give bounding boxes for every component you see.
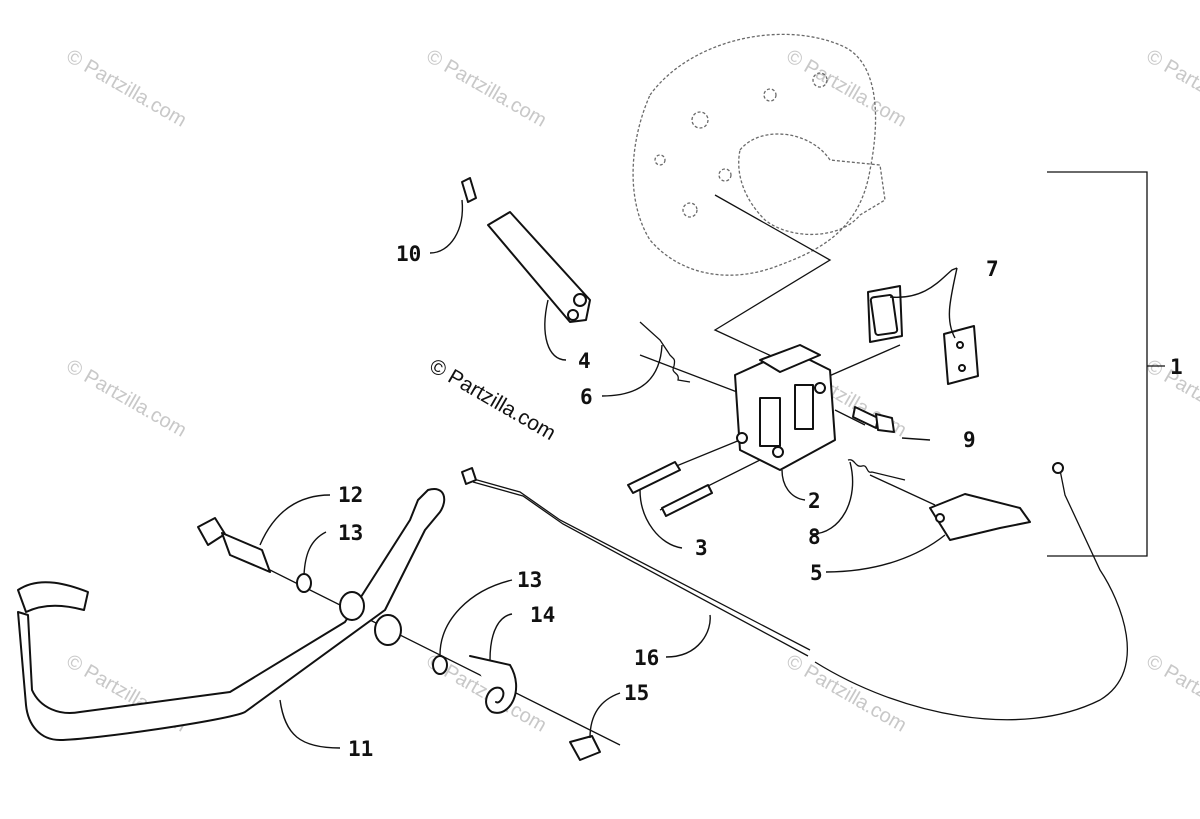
center-watermark: © Partzilla.com xyxy=(426,354,560,445)
watermark: © Partzilla.com xyxy=(1143,45,1200,131)
callout-1: 1 xyxy=(1170,355,1183,379)
callout-4: 4 xyxy=(578,349,591,373)
watermark: © Partzilla.com xyxy=(423,45,551,131)
brake-pads xyxy=(868,286,978,384)
caliper-pins xyxy=(628,462,712,516)
caliper-lever xyxy=(462,178,590,322)
watermark: © Partzilla.com xyxy=(1143,650,1200,736)
callout-16: 16 xyxy=(634,646,659,670)
callout-2: 2 xyxy=(808,489,821,513)
callout-12: 12 xyxy=(338,483,363,507)
callout-10: 10 xyxy=(396,242,421,266)
callout-9: 9 xyxy=(963,428,976,452)
pivot-bolt xyxy=(198,518,270,572)
callout-3: 3 xyxy=(695,536,708,560)
callout-14: 14 xyxy=(530,603,555,627)
cable-bracket xyxy=(930,494,1030,540)
callout-11: 11 xyxy=(348,737,373,761)
assembly-centerlines xyxy=(250,195,935,745)
pivot-nut xyxy=(570,736,600,760)
brake-disc-ghost xyxy=(633,34,885,275)
brake-pedal xyxy=(18,489,444,740)
watermark: © Partzilla.com xyxy=(63,45,191,131)
callout-6: 6 xyxy=(580,385,593,409)
brake-cable xyxy=(462,463,1127,720)
callout-8: 8 xyxy=(808,525,821,549)
brake-caliper xyxy=(735,345,835,470)
assembly-bracket xyxy=(1047,172,1147,556)
watermark: © Partzilla.com xyxy=(63,355,191,441)
watermark: © Partzilla.com xyxy=(783,45,911,131)
watermark: © Partzilla.com xyxy=(783,650,911,736)
callout-13b: 13 xyxy=(517,568,542,592)
washer-a xyxy=(297,574,311,592)
leader-lines xyxy=(260,200,957,748)
callout-15: 15 xyxy=(624,681,649,705)
callout-7: 7 xyxy=(986,257,999,281)
callout-5: 5 xyxy=(810,561,823,585)
callout-13a: 13 xyxy=(338,521,363,545)
washer-b xyxy=(433,656,447,674)
